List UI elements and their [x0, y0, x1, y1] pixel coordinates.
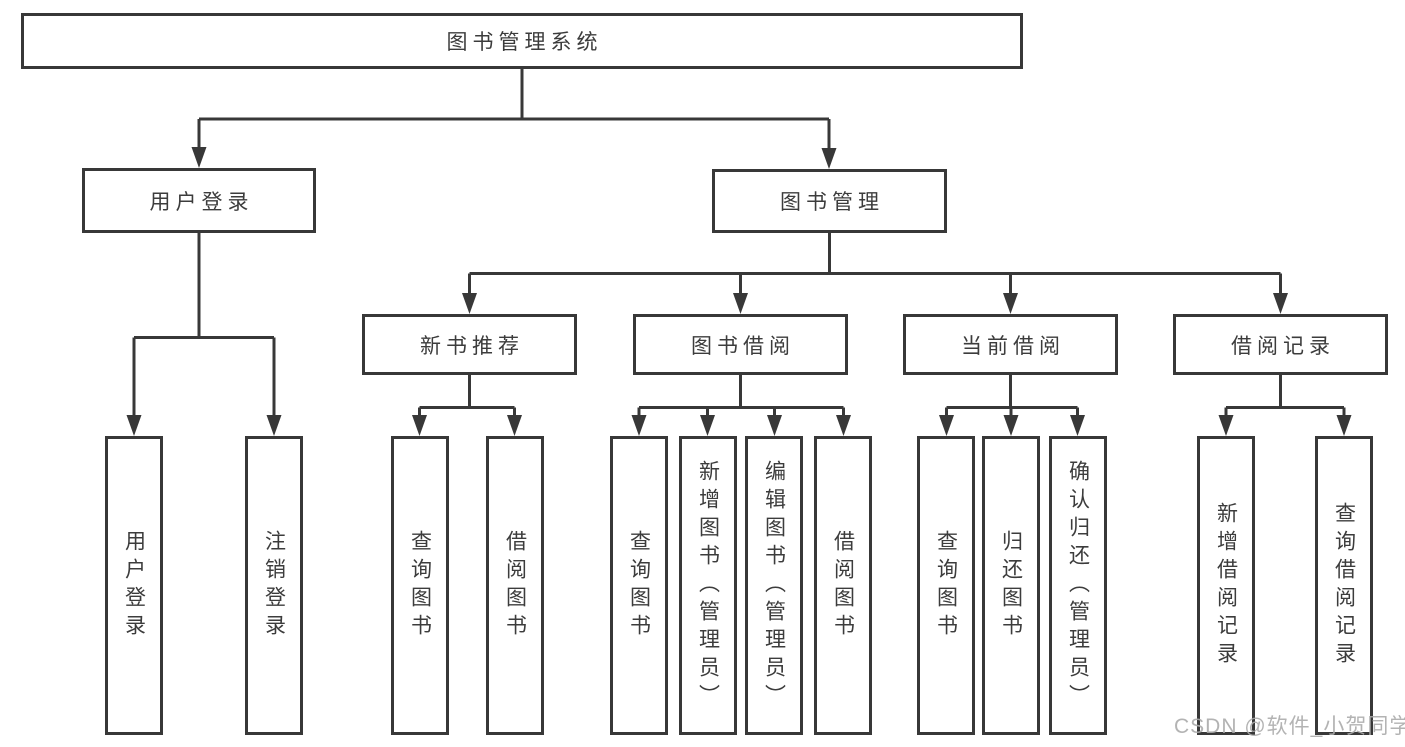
leaf-user-login-label: 用户登录: [122, 529, 146, 642]
leaf-cb-confirm-return-admin: 确认归还（管理员）: [1049, 436, 1107, 735]
arrowhead: [1336, 415, 1352, 436]
leaf-cb-return-books-label: 归还图书: [999, 529, 1023, 642]
arrowhead: [507, 415, 522, 436]
arrowhead: [412, 415, 427, 436]
csdn-watermark: CSDN @软件_小贺同学: [1174, 715, 1405, 738]
node-book-borrow: 图书借阅: [633, 314, 848, 375]
node-new-books: 新书推荐: [362, 314, 577, 375]
node-root-label: 图书管理系统: [446, 31, 603, 54]
leaf-br-add-record: 新增借阅记录: [1197, 436, 1255, 735]
leaf-bb-query-books-label: 查询图书: [627, 529, 651, 642]
connector-borrow-records-split: [1224, 375, 1346, 418]
leaf-cb-return-books: 归还图书: [982, 436, 1040, 735]
connector-book-mgmt-split: [468, 233, 1282, 296]
node-book-mgmt: 图书管理: [712, 169, 947, 233]
arrowhead: [1003, 293, 1018, 314]
leaf-bb-query-books: 查询图书: [610, 436, 668, 735]
leaf-bb-borrow-books-label: 借阅图书: [831, 529, 855, 642]
leaf-bb-borrow-books: 借阅图书: [814, 436, 872, 735]
node-book-mgmt-label: 图书管理: [780, 191, 884, 214]
arrowheads: [126, 147, 1352, 436]
leaf-cb-confirm-return-admin-label: 确认归还（管理员）: [1066, 459, 1090, 712]
node-root: 图书管理系统: [21, 13, 1023, 69]
arrowhead: [1218, 415, 1234, 436]
connector-current-borrow-split: [945, 375, 1079, 418]
node-book-borrow-label: 图书借阅: [691, 334, 795, 358]
leaf-bb-edit-books-admin: 编辑图书（管理员）: [745, 436, 803, 735]
arrowhead: [191, 147, 207, 168]
leaf-cb-query-books: 查询图书: [917, 436, 975, 735]
arrowhead: [821, 148, 837, 169]
leaf-nb-borrow-books-label: 借阅图书: [503, 529, 527, 642]
leaf-bb-add-books-admin: 新增图书（管理员）: [679, 436, 737, 735]
leaf-logout-label: 注销登录: [262, 529, 286, 642]
leaf-nb-borrow-books: 借阅图书: [486, 436, 544, 735]
node-borrow-records: 借阅记录: [1173, 314, 1388, 375]
node-new-books-label: 新书推荐: [420, 334, 524, 358]
arrowhead: [700, 415, 715, 436]
leaf-bb-edit-books-admin-label: 编辑图书（管理员）: [762, 459, 786, 712]
leaf-nb-query-books: 查询图书: [391, 436, 449, 735]
leaf-bb-add-books-admin-label: 新增图书（管理员）: [696, 459, 720, 712]
arrowhead: [836, 415, 851, 436]
node-borrow-records-label: 借阅记录: [1231, 334, 1335, 358]
leaf-br-add-record-label: 新增借阅记录: [1214, 501, 1238, 670]
connector-new-books-split: [418, 375, 516, 418]
arrowhead: [631, 415, 647, 436]
arrowhead: [767, 415, 782, 436]
node-user-login: 用户登录: [82, 168, 316, 233]
node-current-borrow: 当前借阅: [903, 314, 1118, 375]
arrowhead: [1273, 293, 1288, 314]
arrowhead: [1070, 415, 1085, 436]
connector-user-login-split: [132, 233, 276, 418]
node-user-login-label: 用户登录: [149, 190, 254, 214]
leaf-user-login: 用户登录: [105, 436, 163, 735]
leaf-br-query-record: 查询借阅记录: [1315, 436, 1373, 735]
leaf-cb-query-books-label: 查询图书: [934, 529, 958, 642]
node-current-borrow-label: 当前借阅: [961, 334, 1065, 358]
arrowhead: [462, 293, 477, 314]
arrowhead: [1003, 415, 1019, 436]
arrowhead: [939, 415, 954, 436]
arrowhead: [266, 415, 282, 436]
arrowhead: [126, 415, 142, 436]
leaf-logout: 注销登录: [245, 436, 303, 735]
arrowhead: [733, 293, 748, 314]
connector-book-borrow-split: [637, 375, 845, 418]
connector-root-split: [197, 69, 831, 151]
leaf-nb-query-books-label: 查询图书: [408, 529, 432, 642]
leaf-br-query-record-label: 查询借阅记录: [1332, 501, 1356, 670]
